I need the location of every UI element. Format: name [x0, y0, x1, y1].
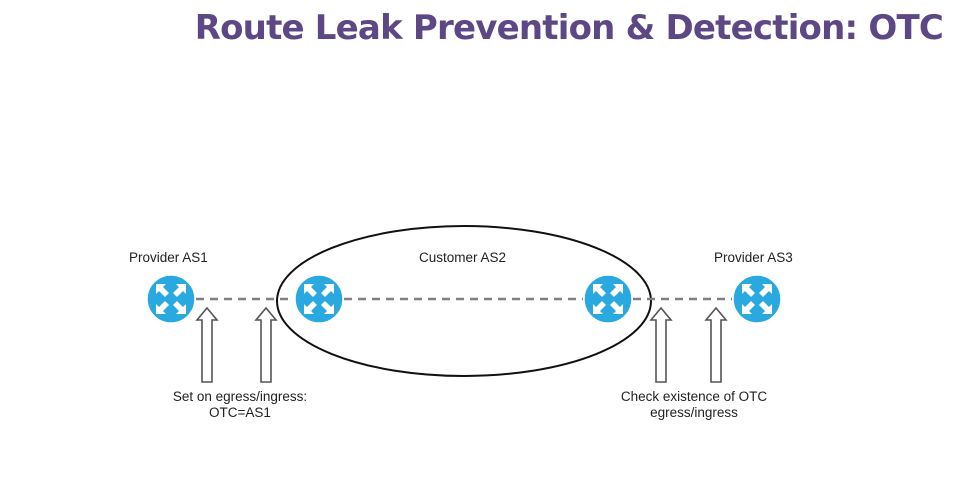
up-arrow-icon — [650, 307, 672, 383]
page-title: Route Leak Prevention & Detection: OTC — [194, 8, 944, 48]
provider-as3-label: Provider AS3 — [714, 250, 793, 265]
left-note-line1: Set on egress/ingress: — [172, 389, 308, 404]
right-note: Check existence of OTC egress/ingress — [606, 389, 782, 421]
router-icon — [583, 274, 633, 324]
router-icon — [732, 274, 782, 324]
customer-as2-label: Customer AS2 — [419, 250, 507, 265]
up-arrow-icon — [255, 307, 277, 383]
router-icon — [146, 274, 196, 324]
left-note-line2: OTC=AS1 — [209, 405, 271, 420]
up-arrow-icon — [705, 307, 727, 383]
right-note-line1: Check existence of OTC — [620, 389, 768, 404]
customer-as2-boundary — [276, 225, 652, 377]
left-note: Set on egress/ingress: OTC=AS1 — [160, 389, 320, 421]
provider-as1-label: Provider AS1 — [129, 250, 208, 265]
router-icon — [294, 274, 344, 324]
up-arrow-icon — [196, 307, 218, 383]
right-note-line2: egress/ingress — [650, 405, 738, 420]
